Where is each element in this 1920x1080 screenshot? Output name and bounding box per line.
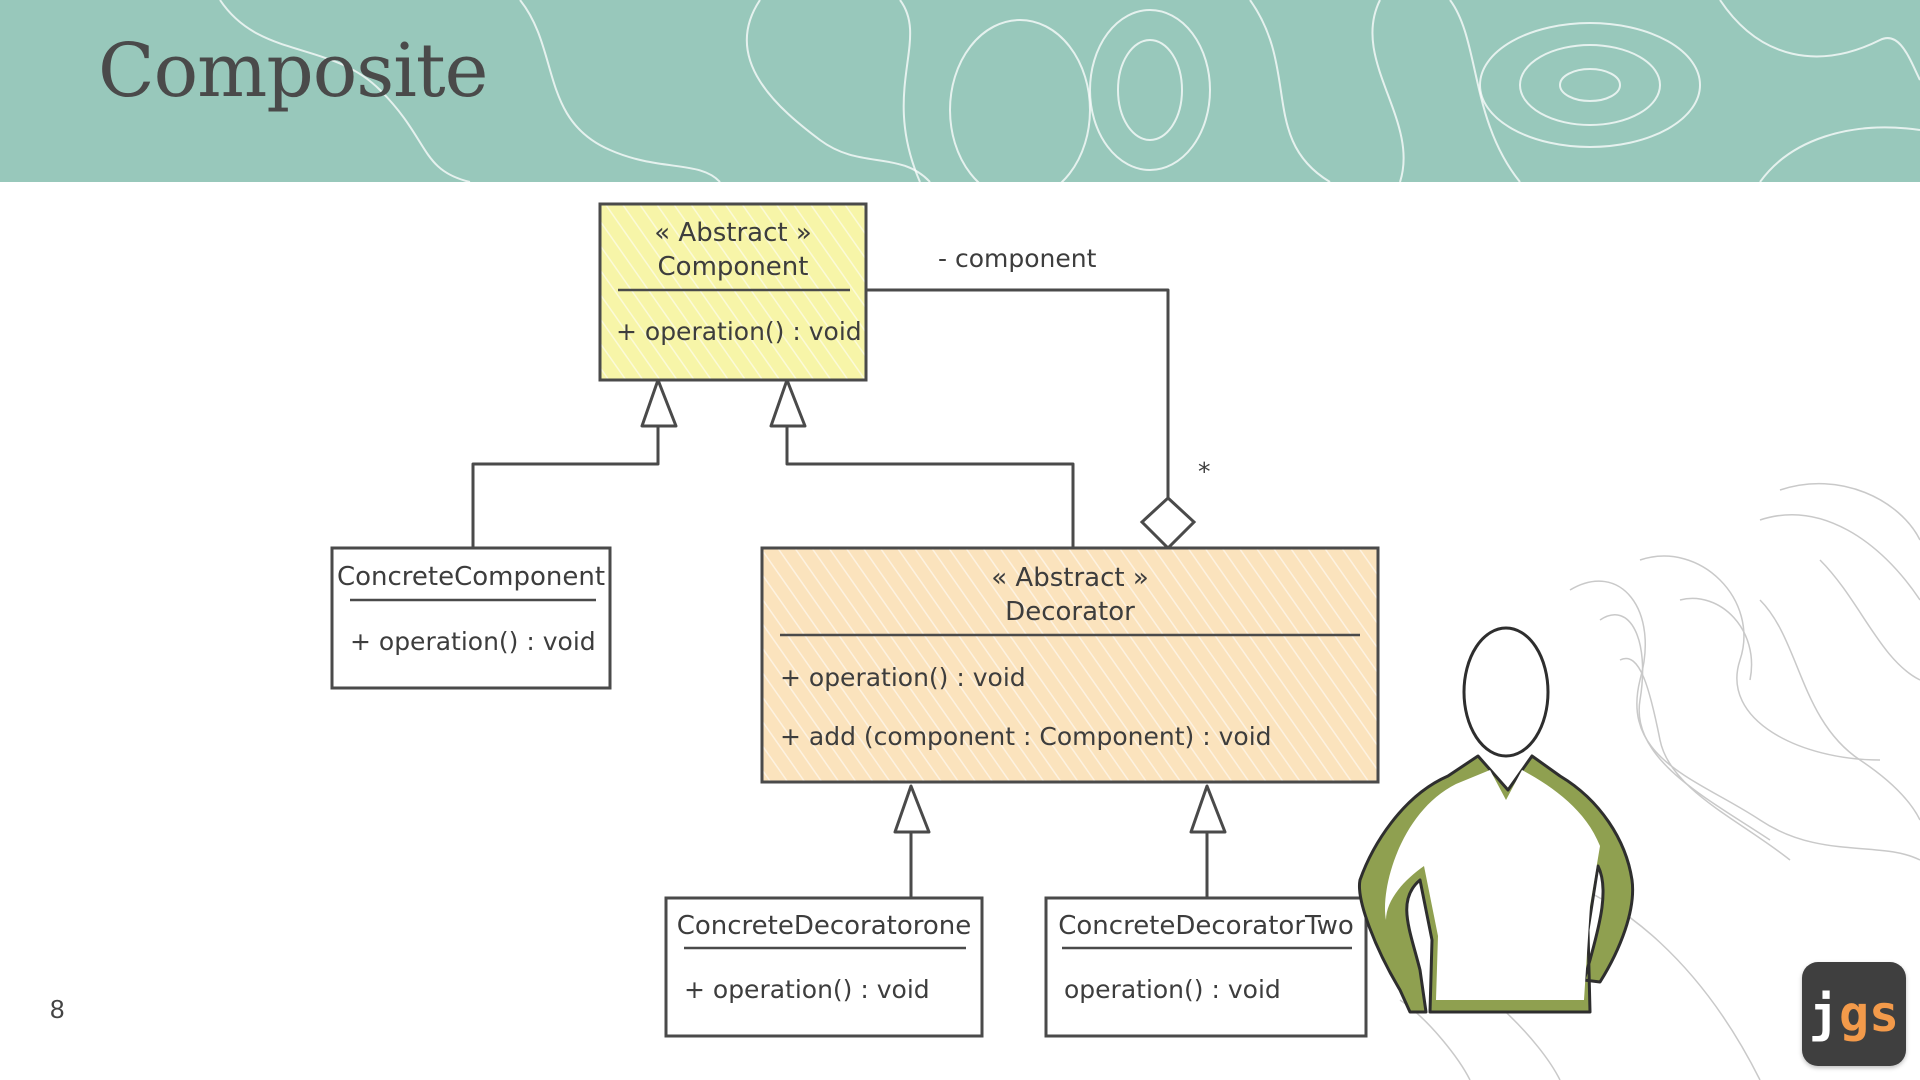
triangle-arrow-icon xyxy=(769,378,807,428)
class-concrete-decorator-one: ConcreteDecoratorone + operation() : voi… xyxy=(664,896,984,1038)
class-abstract-decorator: « Abstract » Decorator + operation() : v… xyxy=(760,546,1380,784)
class-operation: + operation() : void xyxy=(684,975,930,1004)
person-head xyxy=(1462,626,1550,758)
class-operation: + add (component : Component) : void xyxy=(780,722,1272,751)
inheritance-arrowheads xyxy=(640,378,1227,834)
triangle-arrow-icon xyxy=(1189,784,1227,834)
class-concrete-decorator-two: ConcreteDecoratorTwo operation() : void xyxy=(1044,896,1368,1038)
inheritance-line-decorator xyxy=(785,424,1075,548)
class-name: ConcreteComponent xyxy=(337,562,605,592)
aggregation-diamond-icon xyxy=(1139,495,1197,551)
class-abstract-component: « Abstract » Component + operation() : v… xyxy=(598,202,868,382)
association-line xyxy=(866,288,1170,498)
class-name: ConcreteDecoratorone xyxy=(677,911,972,941)
class-operation: + operation() : void xyxy=(350,627,596,656)
connectors xyxy=(471,288,1209,898)
association-label: - component xyxy=(938,244,1097,273)
person-illustration xyxy=(1357,626,1635,1014)
triangle-arrow-icon xyxy=(893,784,931,834)
class-name: ConcreteDecoratorTwo xyxy=(1058,911,1354,941)
logo-text-j: j xyxy=(1808,985,1839,1043)
class-operation: operation() : void xyxy=(1064,975,1281,1004)
multiplicity-label: * xyxy=(1198,457,1211,486)
class-operation: + operation() : void xyxy=(616,317,862,346)
class-stereotype: « Abstract » xyxy=(991,563,1149,593)
class-operation: + operation() : void xyxy=(780,663,1026,692)
topographic-pattern xyxy=(219,0,1920,182)
slide-title: Composite xyxy=(98,28,488,114)
class-stereotype: « Abstract » xyxy=(654,218,812,248)
inheritance-line-concrete-component xyxy=(471,424,660,548)
logo-text-gs: gs xyxy=(1838,985,1900,1043)
class-name: Component xyxy=(658,252,809,282)
slide-header: Composite xyxy=(0,0,1920,182)
class-name: Decorator xyxy=(1005,597,1135,627)
background-contours xyxy=(1399,482,1920,1080)
class-concrete-component: ConcreteComponent + operation() : void xyxy=(330,546,612,690)
triangle-arrow-icon xyxy=(640,378,678,428)
slide-number: 8 xyxy=(50,994,65,1024)
